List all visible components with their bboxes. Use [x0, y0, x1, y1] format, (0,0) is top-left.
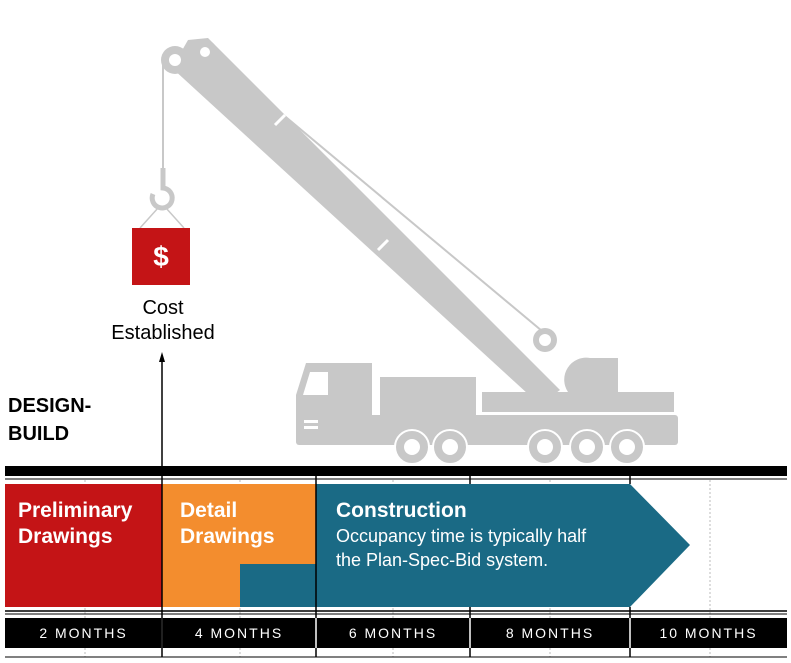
phase-bar-preliminary	[5, 484, 162, 607]
month-label-10: 10 MONTHS	[659, 625, 758, 641]
cost-box: $	[132, 228, 190, 285]
design-build-label: DESIGN- BUILD	[8, 395, 92, 445]
phase-construction: Construction Occupancy time is typically…	[336, 499, 587, 570]
month-label-6: 6 MONTHS	[348, 625, 438, 641]
phase-bar-construction	[316, 484, 690, 607]
month-label-8: 8 MONTHS	[505, 625, 595, 641]
top-rule	[5, 466, 787, 476]
month-label-4: 4 MONTHS	[194, 625, 284, 641]
cost-established-label: Cost Established	[111, 297, 215, 344]
upper-deck	[482, 392, 674, 412]
truck-wheels	[394, 429, 645, 465]
months-bar	[5, 618, 787, 648]
truck-body	[380, 377, 476, 417]
phase-preliminary: Preliminary Drawings	[18, 499, 133, 548]
phase-detail: Detail Drawings	[180, 499, 275, 548]
operator-cab	[564, 357, 618, 392]
crane-boom	[172, 38, 560, 405]
month-label-2: 2 MONTHS	[39, 625, 128, 641]
hook-icon	[149, 168, 175, 211]
dollar-icon: $	[153, 241, 169, 272]
arrow-up-icon	[159, 352, 165, 362]
